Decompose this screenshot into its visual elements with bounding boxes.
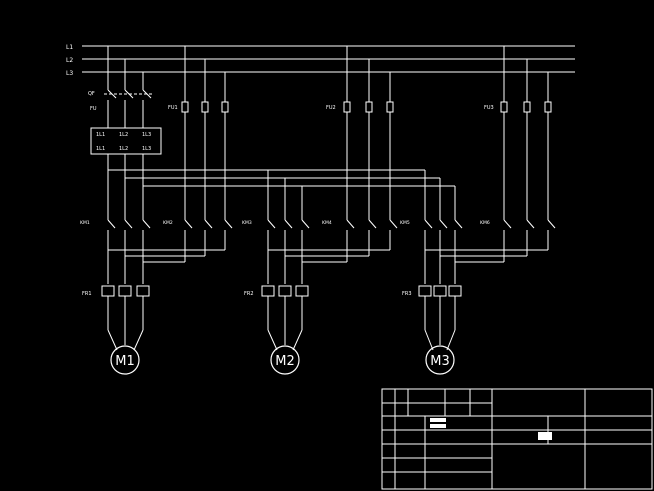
line-label-l2: L2 bbox=[66, 57, 73, 64]
fuse-label-1: FU1 bbox=[168, 105, 178, 111]
terminal-r1-3: 1L3 bbox=[142, 132, 151, 138]
terminal-r1-2: 1L2 bbox=[119, 132, 128, 138]
contactor-label: KM5 bbox=[400, 220, 410, 226]
fuse-label-main: FU bbox=[90, 106, 97, 112]
main-breaker: QF FU 1L1 1L2 1L3 1L1 1L2 1L3 bbox=[88, 46, 162, 220]
motor-m2 bbox=[270, 345, 300, 375]
supply-lines: L1 L2 L3 bbox=[66, 44, 575, 77]
fuse-group-3: FU3 bbox=[484, 46, 552, 220]
relay-label: FR2 bbox=[244, 291, 254, 297]
motor-circuit-1: KM1 KM2 FR1 M1 bbox=[80, 219, 233, 375]
contactor-label: KM3 bbox=[242, 220, 252, 226]
line-label-l1: L1 bbox=[66, 44, 73, 51]
motor-circuit-3: KM5 KM6 FR3 M3 bbox=[400, 219, 556, 375]
fuse-label-2: FU2 bbox=[326, 105, 336, 111]
relay-label: FR1 bbox=[82, 291, 92, 297]
fuse-label-3: FU3 bbox=[484, 105, 494, 111]
fuse-group-1: FU1 bbox=[168, 46, 229, 220]
motor-label-m3: M3 bbox=[430, 354, 450, 369]
motor-m1 bbox=[110, 345, 140, 375]
breaker-label: QF bbox=[88, 91, 95, 97]
terminal-r1-1: 1L1 bbox=[96, 132, 105, 138]
contactor-label: KM6 bbox=[480, 220, 490, 226]
motor-circuit-2: KM3 KM4 FR2 M2 bbox=[242, 219, 398, 375]
contactor-label: KM1 bbox=[80, 220, 90, 226]
relay-label: FR3 bbox=[402, 291, 412, 297]
cross-feed-bus bbox=[108, 169, 456, 220]
motor-label-m1: M1 bbox=[115, 354, 135, 369]
motor-label-m2: M2 bbox=[275, 354, 295, 369]
title-block bbox=[381, 388, 653, 490]
motor-m3 bbox=[425, 345, 455, 375]
terminal-r2-2: 1L2 bbox=[119, 146, 128, 152]
line-label-l3: L3 bbox=[66, 70, 73, 77]
fuse-group-2: FU2 bbox=[326, 46, 394, 190]
contactor-label: KM4 bbox=[322, 220, 332, 226]
contactor-label: KM2 bbox=[163, 220, 173, 226]
terminal-r2-3: 1L3 bbox=[142, 146, 151, 152]
terminal-r2-1: 1L1 bbox=[96, 146, 105, 152]
